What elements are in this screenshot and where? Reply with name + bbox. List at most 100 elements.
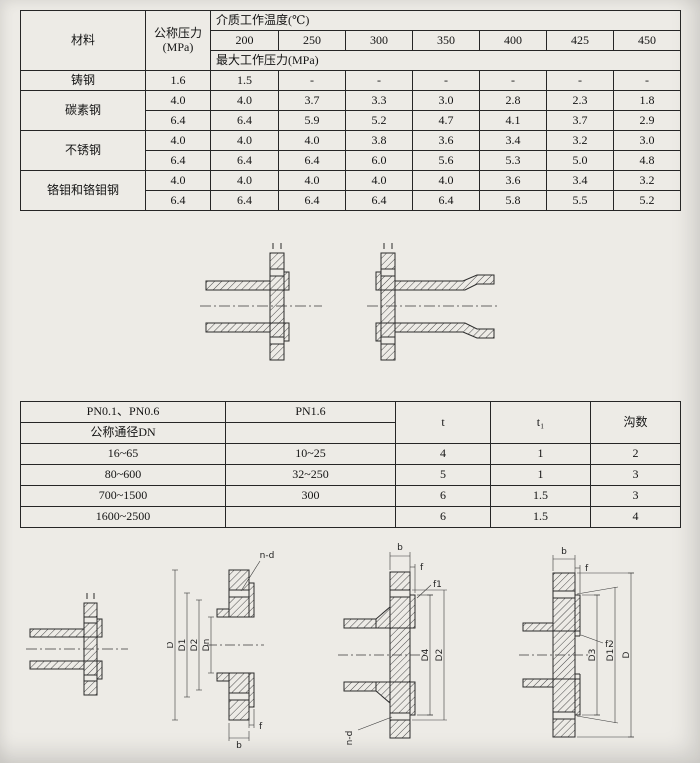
material-cell: 铸钢 (20, 70, 146, 91)
t-value-cell: 5 (395, 464, 491, 486)
pressure-value-cell: 5.2 (612, 190, 682, 211)
pn-cell: 6.4 (145, 190, 211, 211)
dn-range-cell: 1600~2500 (20, 506, 226, 528)
empty-cell (225, 422, 396, 444)
flange-body (205, 242, 290, 360)
pressure-value-cell: 2.9 (612, 110, 682, 131)
material-cell: 碳素钢 (20, 90, 146, 131)
dimension-lines (552, 555, 634, 738)
pressure-value-cell: 3.4 (546, 170, 614, 191)
dim-label-D: D (167, 641, 176, 648)
dn-range-cell: 700~1500 (20, 485, 226, 507)
socket-pipe-flange-drawing (367, 242, 498, 360)
dn-range-cell (225, 506, 396, 528)
table-row: 200 250 300 350 400 425 450 (21, 30, 682, 51)
t-value-cell: 6 (395, 506, 491, 528)
max-pressure-header: 最大工作压力(MPa) (209, 50, 682, 71)
pressure-value-cell: 3.0 (412, 90, 480, 111)
temp-col-header: 300 (345, 30, 413, 51)
table-row: 材料 公称压力 (MPa) 介质工作温度(℃) (20, 10, 682, 71)
dim-label-b: b (561, 547, 567, 557)
t-header: t (395, 401, 491, 444)
socket-flange-dimensioned-drawing: b f f2 D3 D1 D (519, 547, 634, 738)
pn-cell: 4.0 (145, 90, 211, 111)
dn-range-cell: 10~25 (225, 443, 396, 465)
dimensioned-flange-drawings: D D1 D2 Dn n-d f b (20, 528, 680, 755)
t1-header: t₁ (490, 401, 591, 444)
dim-label-f1: f1 (433, 580, 442, 590)
pressure-value-cell: 3.6 (479, 170, 547, 191)
weldneck-flange-dimensioned-drawing: b f f1 D4 D2 n-d (338, 543, 447, 746)
pressure-value-cell: 4.7 (412, 110, 480, 131)
dim-label-D3: D3 (588, 649, 598, 662)
table-row: 700~1500 300 6 1.5 3 (20, 485, 681, 507)
t1-value-cell: 1 (490, 464, 591, 486)
pressure-value-cell: - (412, 70, 480, 91)
temp-col-header: 350 (412, 30, 480, 51)
table-row: 6.4 6.4 5.9 5.2 4.7 4.1 3.7 2.9 (21, 110, 682, 131)
dim-label-f2: f2 (605, 640, 614, 650)
pn16-header: PN1.6 (225, 401, 396, 423)
pressure-value-cell: 6.4 (278, 190, 346, 211)
pn-cell: 4.0 (145, 170, 211, 191)
pressure-value-cell: 5.9 (278, 110, 346, 131)
pn-cell: 1.6 (145, 70, 211, 91)
material-header: 材料 (20, 10, 146, 71)
flange-body (375, 242, 495, 360)
table-row: 不锈钢 4.0 4.0 4.0 3.8 3.6 3.4 3.2 3.0 (20, 130, 682, 171)
dn-range-cell: 16~65 (20, 443, 226, 465)
pressure-value-cell: 2.3 (546, 90, 614, 111)
pressure-value-cell: 6.4 (210, 110, 279, 131)
table-row: 碳素钢 4.0 4.0 3.7 3.3 3.0 2.8 2.3 1.8 (20, 90, 682, 131)
pressure-value-cell: 6.0 (345, 150, 413, 171)
pressure-value-cell: 6.4 (345, 190, 413, 211)
plain-flange-drawing (26, 592, 128, 695)
t1-value-cell: 1 (490, 443, 591, 465)
dim-label-D1: D1 (178, 639, 188, 652)
pressure-value-cell: 4.0 (210, 90, 279, 111)
dim-label-b: b (236, 741, 242, 750)
t1-value-cell: 1.5 (490, 506, 591, 528)
material-cell: 铬钼和铬钼钢 (20, 170, 146, 211)
pressure-value-cell: 3.7 (546, 110, 614, 131)
dn-range-cell: 80~600 (20, 464, 226, 486)
table-row: 铬钼和铬钼钢 4.0 4.0 4.0 4.0 4.0 3.6 3.4 3.2 (20, 170, 682, 211)
temp-col-header: 400 (479, 30, 547, 51)
dim-label-D2: D2 (190, 639, 200, 652)
nominal-pressure-line1: 公称压力 (153, 25, 202, 40)
pressure-value-cell: 3.6 (412, 130, 480, 151)
table-row: 6.4 6.4 6.4 6.4 6.4 5.8 5.5 5.2 (21, 190, 682, 211)
pressure-value-cell: 5.2 (345, 110, 413, 131)
dim-label-f: f (585, 564, 589, 574)
pressure-value-cell: 3.7 (278, 90, 346, 111)
flange-section-drawings (20, 211, 680, 401)
dim-label-f: f (259, 722, 263, 732)
table-row: 80~600 32~250 5 1 3 (20, 464, 681, 486)
nominal-pressure-header: 公称压力 (MPa) (145, 10, 211, 71)
weldneck-flange-drawing (200, 242, 322, 360)
dim-label-Dn: Dn (202, 639, 212, 652)
dim-label-f: f (420, 563, 424, 573)
pressure-value-cell: 3.2 (546, 130, 614, 151)
pn-low-header: PN0.1、PN0.6 (20, 401, 226, 423)
dim-label-b: b (397, 543, 403, 553)
pressure-value-cell: 5.8 (479, 190, 547, 211)
pn-cell: 6.4 (145, 110, 211, 131)
dim-label-n-d: n-d (345, 731, 355, 746)
pressure-value-cell: - (612, 70, 682, 91)
pressure-value-cell: 4.0 (345, 170, 413, 191)
temp-col-header: 250 (278, 30, 346, 51)
temp-col-header: 425 (546, 30, 614, 51)
dn-range-cell: 32~250 (225, 464, 396, 486)
table-row: PN0.1、PN0.6 PN1.6 t t₁ 沟数 (20, 401, 681, 444)
table-row: 1600~2500 6 1.5 4 (20, 506, 681, 528)
flat-flange-dimensioned-drawing: D D1 D2 Dn n-d f b (167, 551, 274, 750)
pressure-value-cell: 4.8 (612, 150, 682, 171)
t-value-cell: 6 (395, 485, 491, 507)
pressure-table: 材料 公称压力 (MPa) 介质工作温度(℃) 200 250 300 350 … (20, 10, 682, 211)
pressure-value-cell: 1.5 (210, 70, 279, 91)
pn-cell: 4.0 (145, 130, 211, 151)
dn-range-cell: 300 (225, 485, 396, 507)
pressure-value-cell: 6.4 (278, 150, 346, 171)
groove-count-cell: 2 (590, 443, 681, 465)
